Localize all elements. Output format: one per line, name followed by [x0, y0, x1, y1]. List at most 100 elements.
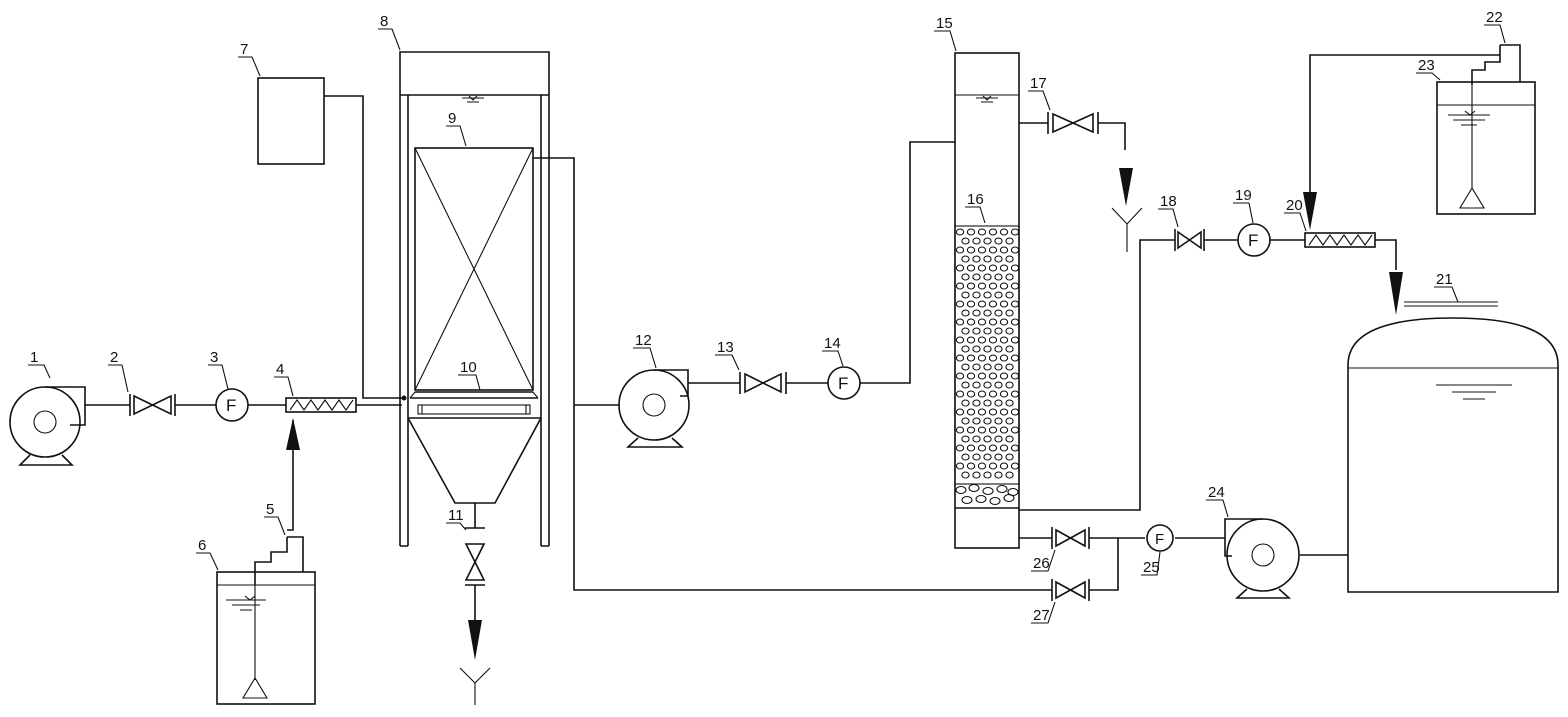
- flowmeter-3: F 3: [208, 349, 249, 422]
- gravel-stone: [982, 486, 994, 496]
- media-granule: [988, 390, 998, 398]
- gravel-stone: [975, 494, 987, 504]
- flowmeter-symbol: F: [1155, 531, 1164, 548]
- label-11: 11: [448, 507, 464, 524]
- media-granule: [966, 246, 976, 254]
- label-15: 15: [936, 15, 953, 32]
- valve-18: 18: [1158, 193, 1205, 251]
- media-granule: [988, 426, 998, 434]
- label-24: 24: [1208, 484, 1225, 501]
- water-level-icon: [1436, 384, 1512, 400]
- dosing-pump-icon: [254, 536, 304, 585]
- media-granule: [955, 462, 965, 470]
- label-12: 12: [635, 332, 652, 349]
- media-granule: [972, 399, 981, 407]
- media-granule: [999, 246, 1009, 254]
- label-2: 2: [110, 349, 118, 366]
- media-granule: [955, 300, 965, 308]
- media-granule: [966, 444, 976, 452]
- static-mixer-20: 20: [1284, 197, 1376, 248]
- media-granule: [994, 381, 1003, 389]
- media-granule: [999, 372, 1009, 380]
- label-10: 10: [460, 359, 477, 376]
- media-granule: [955, 264, 965, 272]
- tank-6: 6: [196, 537, 316, 705]
- media-granule: [983, 327, 992, 335]
- media-granule: [994, 471, 1003, 479]
- media-granule: [977, 354, 987, 362]
- gravel-stone: [996, 484, 1008, 494]
- valve-icon: [1051, 527, 1090, 549]
- media-granule: [988, 372, 998, 380]
- media-granule: [977, 426, 987, 434]
- media-granule: [988, 300, 998, 308]
- valve-17: 17: [1028, 75, 1099, 134]
- media-granule: [966, 228, 976, 236]
- media-granule: [1010, 444, 1020, 452]
- media-granule: [972, 309, 981, 317]
- valve-11: 11: [446, 507, 486, 586]
- media-granule: [988, 282, 998, 290]
- media-granule: [961, 363, 970, 371]
- media-granule: [983, 273, 992, 281]
- media-granule: [966, 300, 976, 308]
- label-19: 19: [1235, 187, 1252, 204]
- label-20: 20: [1286, 197, 1303, 214]
- media-granule: [994, 237, 1003, 245]
- media-granule: [994, 399, 1003, 407]
- valve-icon: [739, 372, 787, 394]
- media-granule: [994, 273, 1003, 281]
- media-granule: [966, 426, 976, 434]
- flowmeter-symbol: F: [838, 374, 848, 393]
- media-granule: [972, 345, 981, 353]
- media-granule: [972, 381, 981, 389]
- media-granule: [1010, 408, 1020, 416]
- media-granule: [955, 354, 965, 362]
- media-granule: [977, 228, 987, 236]
- media-granule: [988, 462, 998, 470]
- media-granule: [966, 264, 976, 272]
- flow-arrow-icon: [468, 620, 482, 660]
- media-granule: [994, 417, 1003, 425]
- reactor-8: 8: [378, 13, 550, 547]
- media-granule: [983, 471, 992, 479]
- media-granule: [1010, 246, 1020, 254]
- media-granule: [961, 273, 970, 281]
- pump-1: 1: [9, 349, 86, 466]
- media-granule: [999, 264, 1009, 272]
- media-granule: [1010, 336, 1020, 344]
- label-9: 9: [448, 110, 456, 127]
- flowmeter-icon: F: [827, 366, 861, 400]
- media-granule: [999, 408, 1009, 416]
- media-granule: [977, 264, 987, 272]
- media-granule: [961, 309, 970, 317]
- media-granule: [1005, 453, 1014, 461]
- label-5: 5: [266, 501, 274, 518]
- drain-icon: [459, 667, 491, 705]
- label-25: 25: [1143, 559, 1160, 576]
- media-granule: [955, 444, 965, 452]
- valve-icon: [129, 394, 176, 416]
- valve-icon: [1047, 112, 1099, 134]
- dosing-pump-22: 22: [1471, 9, 1521, 85]
- media-granule: [999, 336, 1009, 344]
- media-granule: [1010, 300, 1020, 308]
- media-granule: [955, 318, 965, 326]
- filter-media-16: 16: [954, 191, 1020, 506]
- media-granule: [994, 435, 1003, 443]
- controller-box-icon: [257, 77, 325, 165]
- media-granule: [994, 309, 1003, 317]
- media-granule: [988, 336, 998, 344]
- water-level-icon: [976, 95, 998, 103]
- media-granules: [955, 228, 1020, 479]
- flow-arrow-icon: [1303, 192, 1317, 230]
- media-granule: [961, 237, 970, 245]
- flow-arrow-icon: [1119, 168, 1133, 206]
- media-granule: [1010, 264, 1020, 272]
- media-granule: [999, 228, 1009, 236]
- media-granule: [999, 354, 1009, 362]
- media-granule: [966, 462, 976, 470]
- media-granule: [977, 444, 987, 452]
- storage-tank-21: 21: [1347, 271, 1559, 593]
